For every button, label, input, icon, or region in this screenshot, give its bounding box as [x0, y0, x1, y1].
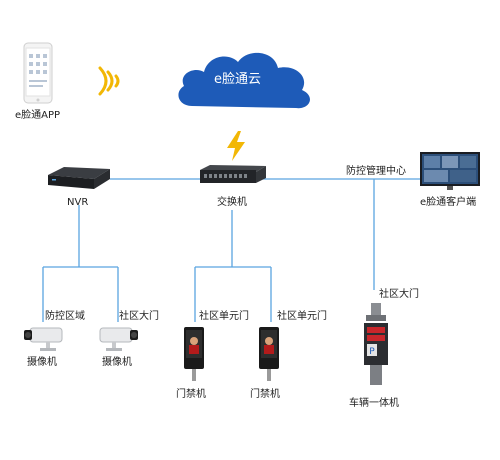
svg-text:P: P	[369, 347, 375, 357]
barrier-zone-label: 社区大门	[379, 289, 419, 300]
vehicle-terminal-icon: P	[364, 303, 388, 385]
gate-zone-label: 社区单元门	[277, 311, 327, 322]
face-terminal-icon	[259, 327, 279, 381]
camera-zone-label: 社区大门	[119, 311, 159, 322]
wifi-icon	[94, 58, 134, 104]
switch-label: 交换机	[217, 197, 247, 208]
gate-node	[257, 327, 281, 383]
gate-zone-label: 社区单元门	[199, 311, 249, 322]
gate-label: 门禁机	[176, 389, 206, 400]
gate-label: 门禁机	[250, 389, 280, 400]
network-switch-icon	[200, 165, 266, 183]
client-node	[420, 152, 480, 192]
camera-zone-label: 防控区域	[45, 311, 85, 322]
cloud-icon	[178, 52, 310, 109]
camera-node	[22, 326, 66, 352]
camera-label: 摄像机	[102, 357, 132, 368]
monitor-icon	[420, 152, 480, 190]
barrier-label: 车辆一体机	[349, 398, 399, 409]
face-terminal-icon	[184, 327, 204, 381]
gate-node	[182, 327, 206, 383]
bullet-camera-icon	[24, 327, 63, 351]
phone-label: e脸通APP	[15, 110, 61, 121]
nvr-device-icon	[48, 167, 110, 189]
cloud-label: e脸通云	[214, 72, 261, 87]
barrier-node: P	[358, 303, 394, 387]
bullet-camera-icon	[99, 327, 138, 351]
phone-node	[23, 42, 53, 106]
client-label: e脸通客户端	[420, 197, 477, 208]
client-caption: 防控管理中心	[346, 166, 406, 177]
nvr-label: NVR	[67, 197, 89, 208]
cloud-node: e脸通云	[170, 44, 320, 116]
lightning-icon	[224, 131, 248, 161]
nvr-node	[46, 163, 112, 193]
camera-label: 摄像机	[27, 357, 57, 368]
camera-node	[96, 326, 140, 352]
switch-node	[196, 164, 268, 186]
smartphone-icon	[23, 42, 53, 104]
